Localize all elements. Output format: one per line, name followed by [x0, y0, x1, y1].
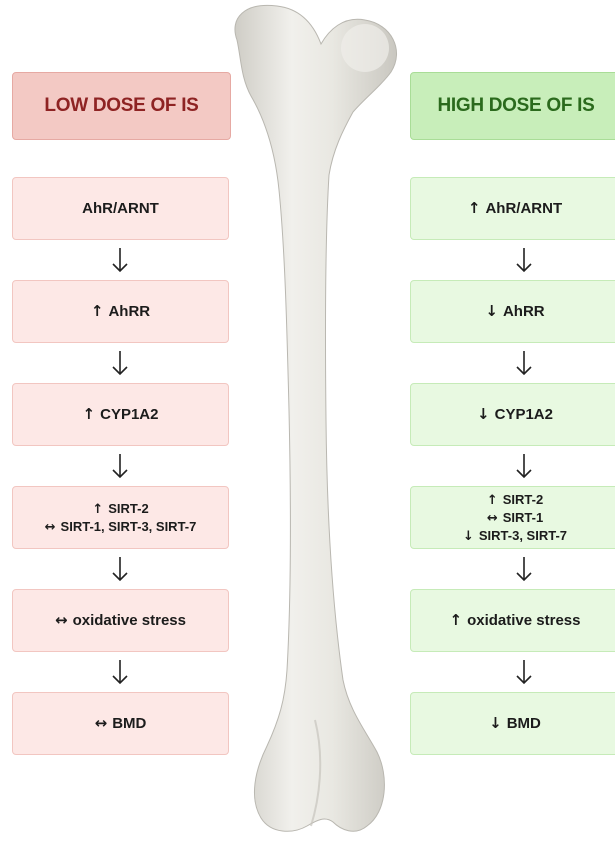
up-arrow-icon: ↑ [450, 611, 463, 629]
box-line: ↔ SIRT-1, SIRT-3, SIRT-7 [45, 518, 197, 536]
flow-down-arrow-icon [110, 247, 130, 273]
box-label: SIRT-3, SIRT-7 [479, 528, 567, 543]
box-label: oxidative stress [467, 612, 580, 629]
box-line: ↓ SIRT-3, SIRT-7 [463, 527, 567, 545]
box-label: SIRT-1, SIRT-3, SIRT-7 [61, 519, 197, 534]
box-line: AhR/ARNT [82, 199, 159, 218]
box-line: ↑AhR/ARNT [468, 199, 562, 218]
box-label: SIRT-2 [108, 501, 148, 516]
box-line: ↔BMD [95, 714, 147, 733]
flow-down-arrow-icon [110, 453, 130, 479]
flow-down-arrow-icon [514, 247, 534, 273]
box-line: ↑CYP1A2 [83, 405, 159, 424]
box-line: ↓ BMD [489, 714, 541, 733]
up-arrow-icon: ↑ [83, 405, 96, 423]
right-dose-box-4: ↑ SIRT-2 ↔ SIRT-1 ↓ SIRT-3, SIRT-7 [410, 486, 615, 549]
box-line: ↑ SIRT-2 [92, 500, 148, 518]
flow-down-arrow-icon [110, 350, 130, 376]
both-way-arrow-icon: ↔ [55, 611, 68, 629]
both-way-arrow-icon: ↔ [487, 511, 498, 526]
flow-down-arrow-icon [514, 453, 534, 479]
box-label: BMD [112, 715, 146, 732]
up-arrow-icon: ↑ [468, 199, 481, 217]
box-label: AhR/ARNT [485, 200, 562, 217]
box-line: ↑oxidative stress [450, 611, 581, 630]
box-label: BMD [507, 715, 541, 732]
right-dose-box-6: ↓ BMD [410, 692, 615, 755]
high-dose-title: HIGH DOSE OF IS [437, 95, 594, 117]
down-arrow-icon: ↓ [489, 714, 502, 732]
right-dose-box-2: ↓ AhRR [410, 280, 615, 343]
box-label: SIRT-2 [503, 492, 543, 507]
left-dose-box-2: ↑AhRR [12, 280, 229, 343]
down-arrow-icon: ↓ [463, 529, 474, 544]
left-dose-box-3: ↑CYP1A2 [12, 383, 229, 446]
flow-down-arrow-icon [514, 659, 534, 685]
both-way-arrow-icon: ↔ [95, 714, 108, 732]
up-arrow-icon: ↑ [92, 502, 103, 517]
left-dose-box-4: ↑ SIRT-2 ↔ SIRT-1, SIRT-3, SIRT-7 [12, 486, 229, 549]
femur-bone-illustration [215, 0, 415, 843]
box-line: ↓ CYP1A2 [477, 405, 553, 424]
low-dose-title: LOW DOSE OF IS [44, 95, 198, 117]
right-dose-box-5: ↑oxidative stress [410, 589, 615, 652]
flow-down-arrow-icon [110, 659, 130, 685]
flow-down-arrow-icon [514, 556, 534, 582]
right-dose-box-3: ↓ CYP1A2 [410, 383, 615, 446]
both-way-arrow-icon: ↔ [45, 520, 56, 535]
box-label: CYP1A2 [100, 406, 158, 423]
right-dose-box-1: ↑AhR/ARNT [410, 177, 615, 240]
flow-down-arrow-icon [110, 556, 130, 582]
flow-down-arrow-icon [514, 350, 534, 376]
box-label: AhRR [108, 303, 150, 320]
up-arrow-icon: ↑ [91, 302, 104, 320]
box-line: ↔ SIRT-1 [487, 509, 543, 527]
down-arrow-icon: ↓ [485, 302, 498, 320]
low-dose-header: LOW DOSE OF IS [12, 72, 231, 140]
left-dose-box-6: ↔BMD [12, 692, 229, 755]
box-line: ↓ AhRR [485, 302, 544, 321]
up-arrow-icon: ↑ [487, 493, 498, 508]
left-dose-box-1: AhR/ARNT [12, 177, 229, 240]
box-label: SIRT-1 [503, 510, 543, 525]
box-line: ↔ oxidative stress [55, 611, 186, 630]
box-line: ↑AhRR [91, 302, 150, 321]
box-label: AhRR [503, 303, 545, 320]
box-line: ↑ SIRT-2 [487, 491, 543, 509]
down-arrow-icon: ↓ [477, 405, 490, 423]
box-label: CYP1A2 [495, 406, 553, 423]
box-label: oxidative stress [73, 612, 186, 629]
box-label: AhR/ARNT [82, 200, 159, 217]
high-dose-header: HIGH DOSE OF IS [410, 72, 615, 140]
left-dose-box-5: ↔ oxidative stress [12, 589, 229, 652]
